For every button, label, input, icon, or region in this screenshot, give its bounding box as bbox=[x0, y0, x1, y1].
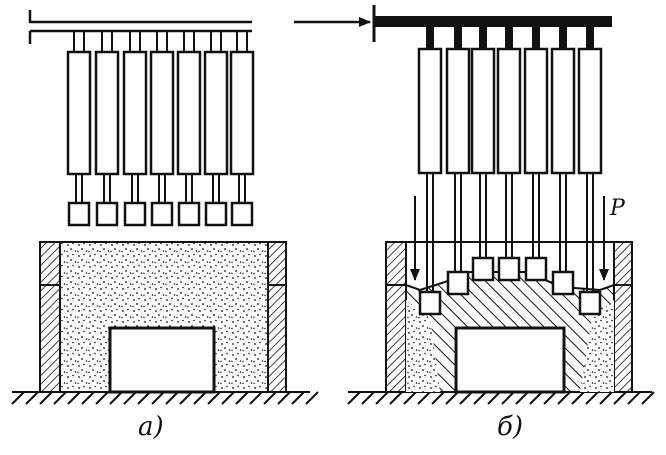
mold-wall-right-a bbox=[267, 241, 287, 393]
figure-a bbox=[11, 10, 319, 405]
mold-core-b bbox=[454, 326, 566, 394]
punch-array-a bbox=[66, 30, 255, 227]
punch-unit-b bbox=[550, 27, 576, 296]
figure-b bbox=[294, 5, 655, 405]
punch-unit-b bbox=[496, 27, 522, 282]
punch-unit-b bbox=[417, 27, 443, 316]
punch-unit-b bbox=[445, 27, 471, 296]
punch-unit-b bbox=[577, 27, 603, 316]
figure-label-b: б) bbox=[497, 412, 524, 442]
punch-unit-a bbox=[229, 30, 255, 227]
ground-hatching-a bbox=[11, 391, 319, 405]
manifold-b bbox=[374, 16, 612, 27]
ground-hatching-b bbox=[347, 391, 655, 405]
punch-unit-b bbox=[523, 27, 549, 282]
mold-core-a bbox=[108, 326, 216, 394]
force-label: P bbox=[610, 196, 625, 221]
mold-wall-right-b bbox=[613, 241, 633, 393]
punch-unit-a bbox=[149, 30, 175, 227]
punch-unit-a bbox=[122, 30, 148, 227]
punch-unit-a bbox=[176, 30, 202, 227]
mold-wall-left-a bbox=[39, 241, 61, 393]
punch-unit-b bbox=[470, 27, 496, 282]
figure-label-a: а) bbox=[138, 412, 164, 442]
mold-wall-left-b bbox=[385, 241, 407, 393]
punch-array-b bbox=[417, 27, 603, 316]
punch-unit-a bbox=[203, 30, 229, 227]
punch-unit-a bbox=[66, 30, 92, 227]
punch-unit-a bbox=[94, 30, 120, 227]
